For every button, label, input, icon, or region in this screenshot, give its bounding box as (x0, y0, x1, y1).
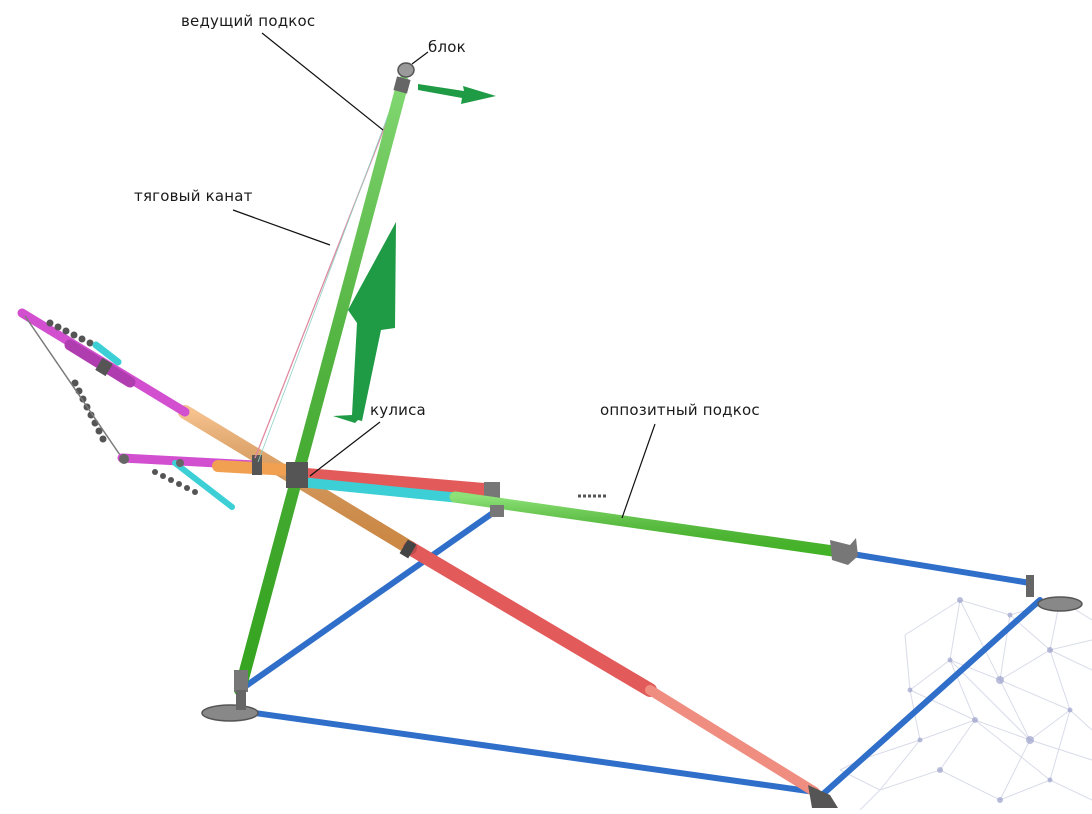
frame-link-right-top (837, 549, 1033, 586)
insulator-lower (152, 469, 198, 495)
leader-opposite-strut (621, 423, 656, 519)
upper-left-arm (17, 308, 190, 417)
arrow-right-icon (418, 84, 496, 104)
kulisa-label: кулиса (370, 401, 426, 419)
arm-joint (399, 539, 417, 559)
leading-strut-base (201, 704, 259, 722)
insulator-top (46, 319, 94, 347)
opposite-strut-end (830, 538, 858, 565)
kulisa-hub (286, 462, 308, 488)
lower-left-arm (92, 341, 296, 510)
kulisa-assembly (286, 462, 500, 503)
traction-rope-label: тяговый канат (134, 187, 253, 205)
arm-red-section (403, 541, 657, 697)
leader-traction-rope (232, 209, 331, 246)
frame-link-left-diagonal (240, 507, 500, 691)
frame-link-right-diagonal (819, 597, 1043, 798)
block-label: блок (428, 38, 466, 56)
traction-rope (254, 74, 406, 459)
block-pulley (397, 62, 415, 78)
network-watermark-nodes (907, 597, 1073, 803)
cyan-brace-lower (172, 460, 235, 510)
kulisa-cyan-rod (295, 477, 465, 503)
kulisa-red-rod (293, 467, 497, 497)
base-frame (240, 507, 1043, 798)
frame-link-bottom (245, 709, 818, 795)
leader-lines (232, 32, 656, 519)
insulator-hanging (71, 379, 107, 443)
leading-strut (201, 62, 415, 722)
opposite-strut (449, 491, 858, 565)
insulator-strings (24, 315, 198, 495)
arrow-up-icon (333, 222, 396, 423)
network-watermark (839, 599, 1092, 811)
leader-block (411, 51, 429, 65)
arm-red-thin-section (645, 685, 820, 797)
leader-leading-strut (261, 32, 384, 131)
cyan-brace-upper (92, 341, 122, 366)
right-base-support (808, 575, 1083, 808)
motion-arrows (333, 84, 496, 423)
leader-kulisa (309, 421, 381, 477)
opposite-strut-label: оппозитный подкос (600, 401, 760, 419)
leading-strut-label: ведущий подкос (181, 12, 316, 30)
